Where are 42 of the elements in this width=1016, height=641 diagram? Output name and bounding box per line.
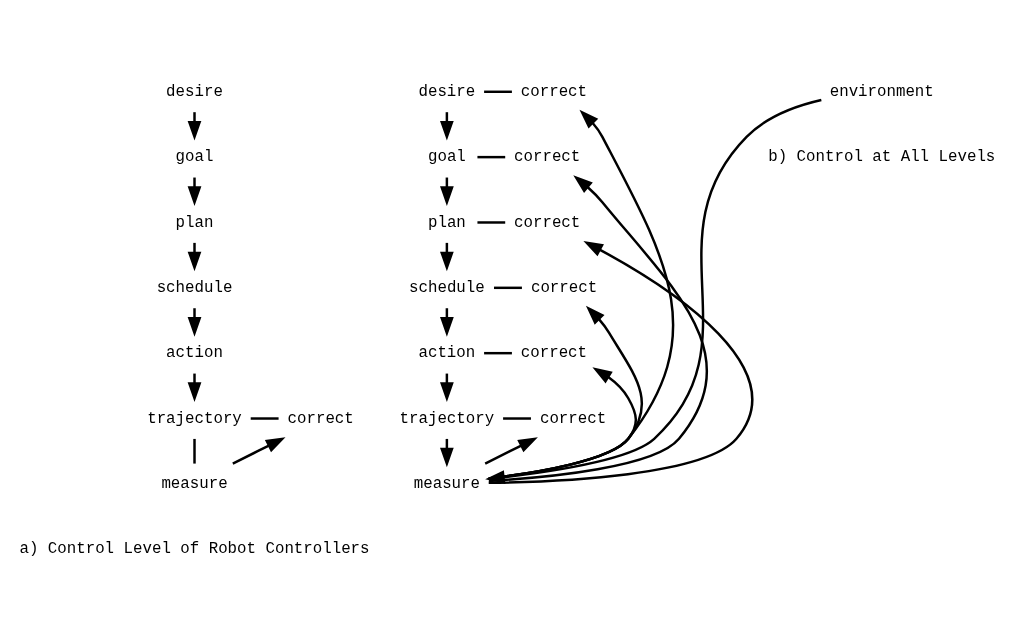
node-text: correct [530, 279, 598, 297]
connector [494, 286, 522, 290]
label: a) Control Level of Robot Controllers [19, 540, 370, 559]
arrow [187, 308, 202, 337]
connector [503, 417, 531, 420]
node-text: measure [161, 475, 228, 494]
node-text: goal [427, 148, 466, 167]
node-text: correct [514, 213, 581, 232]
connector [477, 221, 506, 224]
node-text: correct [520, 82, 588, 101]
arrow [187, 177, 202, 206]
node-text: measure [413, 475, 480, 494]
node-text: desire [418, 82, 476, 101]
node-text: trajectory [147, 409, 242, 428]
node-text: correct [539, 409, 607, 428]
node-text: schedule [409, 279, 485, 297]
connector [250, 417, 279, 420]
node-text: schedule [156, 279, 233, 297]
node-text: action [166, 344, 223, 363]
arrow [485, 98, 822, 484]
node-text: desire [166, 82, 223, 101]
node-text: plan [427, 213, 466, 232]
connector [484, 90, 512, 94]
connector [193, 438, 196, 464]
node-text: trajectory [399, 409, 495, 428]
connector [477, 155, 506, 159]
connector [484, 351, 512, 355]
arrow [187, 242, 202, 272]
arrow [187, 373, 202, 402]
arrow [484, 437, 538, 465]
node-text: action [418, 344, 476, 363]
arrow [232, 437, 286, 465]
node-text: correct [514, 148, 581, 167]
arrow [187, 112, 202, 141]
node-text: environment [829, 82, 934, 101]
arrow [488, 175, 708, 483]
node-text: correct [287, 409, 354, 428]
node-text: goal [175, 148, 214, 167]
arrow [488, 241, 754, 485]
node-text: correct [520, 344, 588, 363]
label: b) Control at All Levels [768, 148, 996, 167]
node-text: plan [175, 213, 214, 232]
